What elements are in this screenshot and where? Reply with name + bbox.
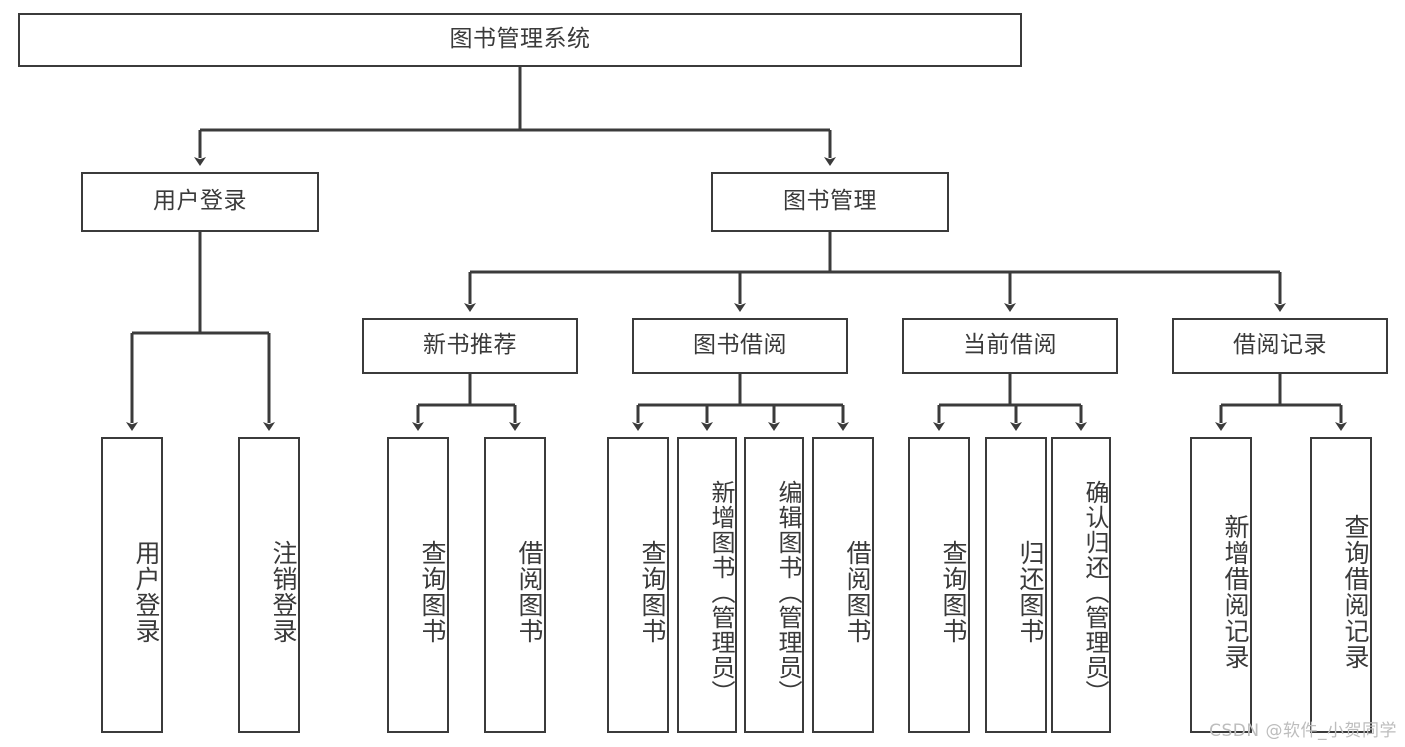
leaf-add-borrow-record-label: 新增借阅记录 (1221, 514, 1250, 670)
leaf-confirm-return-admin[interactable]: 确认归还（管理员） (1051, 437, 1111, 733)
node-book-borrow[interactable]: 图书借阅 (632, 318, 848, 374)
leaf-query-book-bb-label: 查询图书 (638, 540, 667, 644)
leaf-borrow-book-nbr-label: 借阅图书 (515, 540, 544, 644)
leaf-logout[interactable]: 注销登录 (238, 437, 300, 733)
leaf-query-borrow-record-label: 查询借阅记录 (1341, 514, 1370, 670)
node-root-label: 图书管理系统 (449, 26, 591, 53)
node-borrow-record-label: 借阅记录 (1233, 332, 1327, 359)
node-new-book-recommend-label: 新书推荐 (423, 332, 517, 359)
leaf-return-book[interactable]: 归还图书 (985, 437, 1047, 733)
leaf-borrow-book-bb-label: 借阅图书 (843, 540, 872, 644)
node-new-book-recommend[interactable]: 新书推荐 (362, 318, 578, 374)
node-borrow-record[interactable]: 借阅记录 (1172, 318, 1388, 374)
leaf-edit-book-admin[interactable]: 编辑图书（管理员） (744, 437, 804, 733)
node-user-login-label: 用户登录 (153, 188, 247, 215)
node-book-management[interactable]: 图书管理 (711, 172, 949, 232)
leaf-add-book-admin[interactable]: 新增图书（管理员） (677, 437, 737, 733)
node-book-management-label: 图书管理 (783, 188, 877, 215)
node-current-borrow[interactable]: 当前借阅 (902, 318, 1118, 374)
node-current-borrow-label: 当前借阅 (963, 332, 1057, 359)
leaf-query-book-nbr[interactable]: 查询图书 (387, 437, 449, 733)
node-book-borrow-label: 图书借阅 (693, 332, 787, 359)
leaf-query-book-cb[interactable]: 查询图书 (908, 437, 970, 733)
leaf-query-book-cb-label: 查询图书 (939, 540, 968, 644)
leaf-edit-book-admin-label: 编辑图书（管理员） (774, 479, 802, 705)
leaf-add-book-admin-label: 新增图书（管理员） (707, 479, 735, 705)
leaf-query-book-nbr-label: 查询图书 (418, 540, 447, 644)
leaf-query-borrow-record[interactable]: 查询借阅记录 (1310, 437, 1372, 733)
leaf-borrow-book-bb[interactable]: 借阅图书 (812, 437, 874, 733)
leaf-query-book-bb[interactable]: 查询图书 (607, 437, 669, 733)
node-root[interactable]: 图书管理系统 (18, 13, 1022, 67)
leaf-add-borrow-record[interactable]: 新增借阅记录 (1190, 437, 1252, 733)
node-user-login[interactable]: 用户登录 (81, 172, 319, 232)
leaf-return-book-label: 归还图书 (1016, 540, 1045, 644)
leaf-user-login[interactable]: 用户登录 (101, 437, 163, 733)
leaf-user-login-label: 用户登录 (132, 540, 161, 644)
leaf-borrow-book-nbr[interactable]: 借阅图书 (484, 437, 546, 733)
csdn-watermark: CSDN @软件_小贺同学 (1209, 721, 1397, 741)
leaf-logout-label: 注销登录 (269, 540, 298, 644)
leaf-confirm-return-admin-label: 确认归还（管理员） (1081, 479, 1109, 705)
